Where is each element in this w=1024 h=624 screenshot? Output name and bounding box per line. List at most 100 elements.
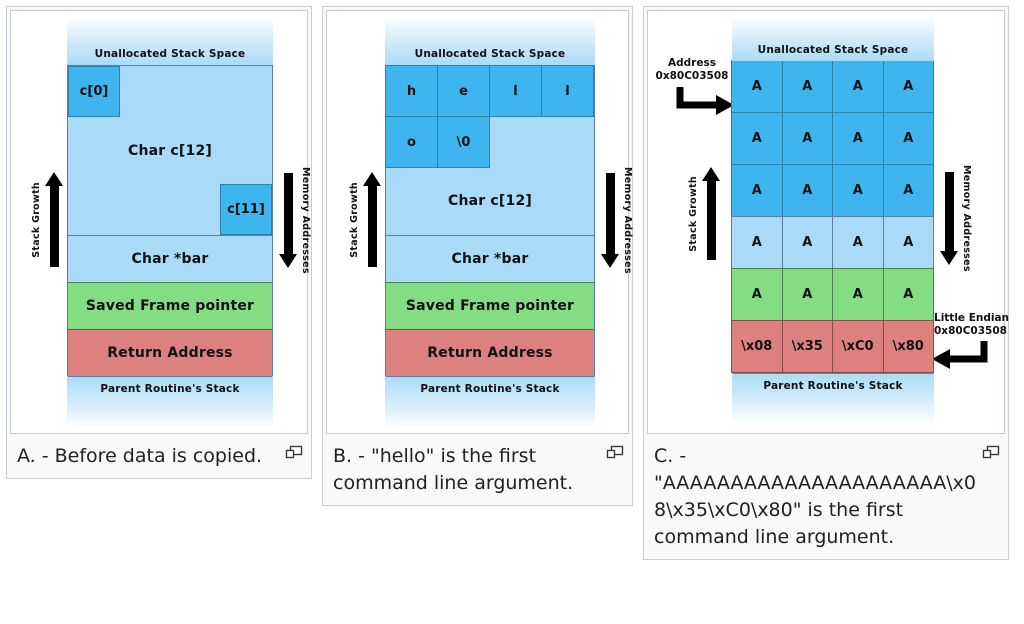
magnify-expand-icon[interactable] xyxy=(982,445,1000,459)
pointer-label-a: Char *bar xyxy=(131,251,209,267)
figure-caption-text-a: A. - Before data is copied. xyxy=(17,445,263,467)
figure-thumbnail-b[interactable]: Stack Growth Memory Addresses Una xyxy=(326,10,633,434)
band-char-buffer-a: Char c[12] c[0] c[11] xyxy=(67,65,273,235)
address-callout-c: Address 0x80C03508 xyxy=(652,57,732,83)
stack-column-c: Unallocated Stack Space A A A A A A A A xyxy=(731,17,934,427)
overflow-cell: A xyxy=(832,268,884,321)
band-char-pointer-b: Char *bar xyxy=(385,235,595,282)
figure-thumbnail-c[interactable]: Address 0x80C03508 Little Endian 0x80C03… xyxy=(647,10,1009,434)
arrow-head-down-icon xyxy=(279,253,297,268)
figure-thumbnail-a[interactable]: Stack Growth Memory Addresses xyxy=(10,10,311,434)
endian-callout-line1: Little Endian xyxy=(934,312,1010,324)
parent-stack-label-b: Parent Routine's Stack xyxy=(420,383,560,395)
overflow-cell: A xyxy=(781,216,833,269)
arrow-shaft xyxy=(706,180,716,260)
buffer-cell-label: l xyxy=(513,83,518,99)
figure-caption-text-c: C. - "AAAAAAAAAAAAAAAAAAAAA\x08\x35\xC0\… xyxy=(654,445,976,548)
buffer-cell-label: h xyxy=(406,83,417,99)
stack-growth-label-c: Stack Growth xyxy=(688,175,699,252)
saved-frame-pointer-label-b: Saved Frame pointer xyxy=(405,298,575,314)
arrow-head-down-icon xyxy=(940,250,958,265)
band-return-address-b: Return Address xyxy=(385,329,595,376)
memory-addresses-arrow-c: Memory Addresses xyxy=(940,165,972,272)
stack-growth-arrow-c: Stack Growth xyxy=(688,167,720,260)
overflow-cell: A xyxy=(882,164,934,217)
overflow-cell: A xyxy=(781,268,833,321)
overflow-cell: A xyxy=(731,216,783,269)
band-saved-frame-pointer-b: Saved Frame pointer xyxy=(385,282,595,329)
buffer-cell-label: \0 xyxy=(456,134,471,150)
endian-callout-c: Little Endian 0x80C03508 xyxy=(934,312,1022,338)
figure-card-b[interactable]: Stack Growth Memory Addresses Una xyxy=(322,6,633,506)
overflow-cell-label: A xyxy=(802,183,813,198)
overflow-cell: A xyxy=(731,112,783,165)
stack-growth-label-b: Stack Growth xyxy=(349,181,360,258)
figure-caption-a: A. - Before data is copied. xyxy=(7,437,311,478)
figure-caption-c: C. - "AAAAAAAAAAAAAAAAAAAAA\x08\x35\xC0\… xyxy=(644,437,1008,559)
band-unallocated-stack-c: Unallocated Stack Space xyxy=(732,17,934,61)
buffer-cell: e xyxy=(437,65,490,117)
overflow-cell: A xyxy=(781,112,833,165)
stack-diagram-c: Address 0x80C03508 Little Endian 0x80C03… xyxy=(652,17,1009,427)
figure-card-c[interactable]: Address 0x80C03508 Little Endian 0x80C03… xyxy=(643,6,1009,560)
overflow-cell: A xyxy=(731,268,783,321)
buffer-cell-empty xyxy=(489,116,542,168)
band-char-pointer-a: Char *bar xyxy=(67,235,273,282)
overflow-cell-label: A xyxy=(802,287,813,302)
parent-stack-label-c: Parent Routine's Stack xyxy=(763,380,903,392)
overflow-cell-label: A xyxy=(751,131,762,146)
unallocated-label-a: Unallocated Stack Space xyxy=(94,48,246,60)
endian-callout-line2: 0x80C03508 xyxy=(934,325,1007,338)
figure-card-a[interactable]: Stack Growth Memory Addresses xyxy=(6,6,312,479)
arrow-head-up-icon xyxy=(45,172,63,186)
magnify-expand-icon[interactable] xyxy=(606,445,624,459)
parent-stack-label-a: Parent Routine's Stack xyxy=(100,383,240,395)
stack-diagram-b: Stack Growth Memory Addresses Una xyxy=(333,17,633,428)
overflow-cell-label: \x08 xyxy=(741,339,773,354)
stack-diagram-a: Stack Growth Memory Addresses xyxy=(17,17,311,428)
overflow-cell: A xyxy=(731,60,783,113)
endian-pointer-arrow-icon xyxy=(932,341,988,369)
overflow-cell-label: A xyxy=(903,235,914,250)
overflow-cell: A xyxy=(781,60,833,113)
stack-column-a: Unallocated Stack Space Char c[12] c[0] … xyxy=(67,17,273,428)
buffer-cell: l xyxy=(489,65,542,117)
overflow-cell-label: A xyxy=(903,287,914,302)
overflow-cell: A xyxy=(781,164,833,217)
overflow-cell: A xyxy=(731,164,783,217)
buffer-cell-first-a: c[0] xyxy=(68,66,120,117)
memory-addresses-arrow-a: Memory Addresses xyxy=(279,167,311,274)
stack-growth-arrow-a: Stack Growth xyxy=(31,172,63,267)
overflow-cell-label: \xC0 xyxy=(841,339,874,354)
overflow-cell-label: A xyxy=(802,235,813,250)
overflow-cell: A xyxy=(832,112,884,165)
arrow-shaft xyxy=(367,185,377,267)
buffer-cell: \0 xyxy=(437,116,490,168)
overflow-cell-label: A xyxy=(852,79,863,94)
memory-addresses-label-c: Memory Addresses xyxy=(961,165,972,272)
overflow-cell: A xyxy=(882,112,934,165)
arrow-head-up-icon xyxy=(702,167,720,181)
pointer-label-b: Char *bar xyxy=(451,251,529,267)
overflow-cell-label: A xyxy=(852,235,863,250)
buffer-cell: l xyxy=(541,65,594,117)
overflow-cell-label: \x80 xyxy=(892,339,924,354)
stack-growth-arrow-b: Stack Growth xyxy=(349,172,381,267)
overflow-cell: \xC0 xyxy=(832,320,884,373)
band-return-address-a: Return Address xyxy=(67,329,273,376)
memory-addresses-label-b: Memory Addresses xyxy=(622,167,633,274)
return-address-label-b: Return Address xyxy=(427,345,553,361)
figure-caption-text-b: B. - "hello" is the first command line a… xyxy=(333,445,574,494)
stack-growth-label-a: Stack Growth xyxy=(31,181,42,258)
buffer-cell-last-label-a: c[11] xyxy=(227,202,265,217)
arrow-shaft xyxy=(944,171,954,252)
overflow-cell: \x80 xyxy=(882,320,934,373)
magnify-expand-icon[interactable] xyxy=(285,445,303,459)
figure-caption-b: B. - "hello" is the first command line a… xyxy=(323,437,632,505)
overflow-cell: A xyxy=(832,216,884,269)
saved-frame-pointer-label-a: Saved Frame pointer xyxy=(85,298,255,314)
overflow-cell-label: A xyxy=(852,131,863,146)
overflow-cell: A xyxy=(882,60,934,113)
overflow-cell-label: A xyxy=(802,79,813,94)
